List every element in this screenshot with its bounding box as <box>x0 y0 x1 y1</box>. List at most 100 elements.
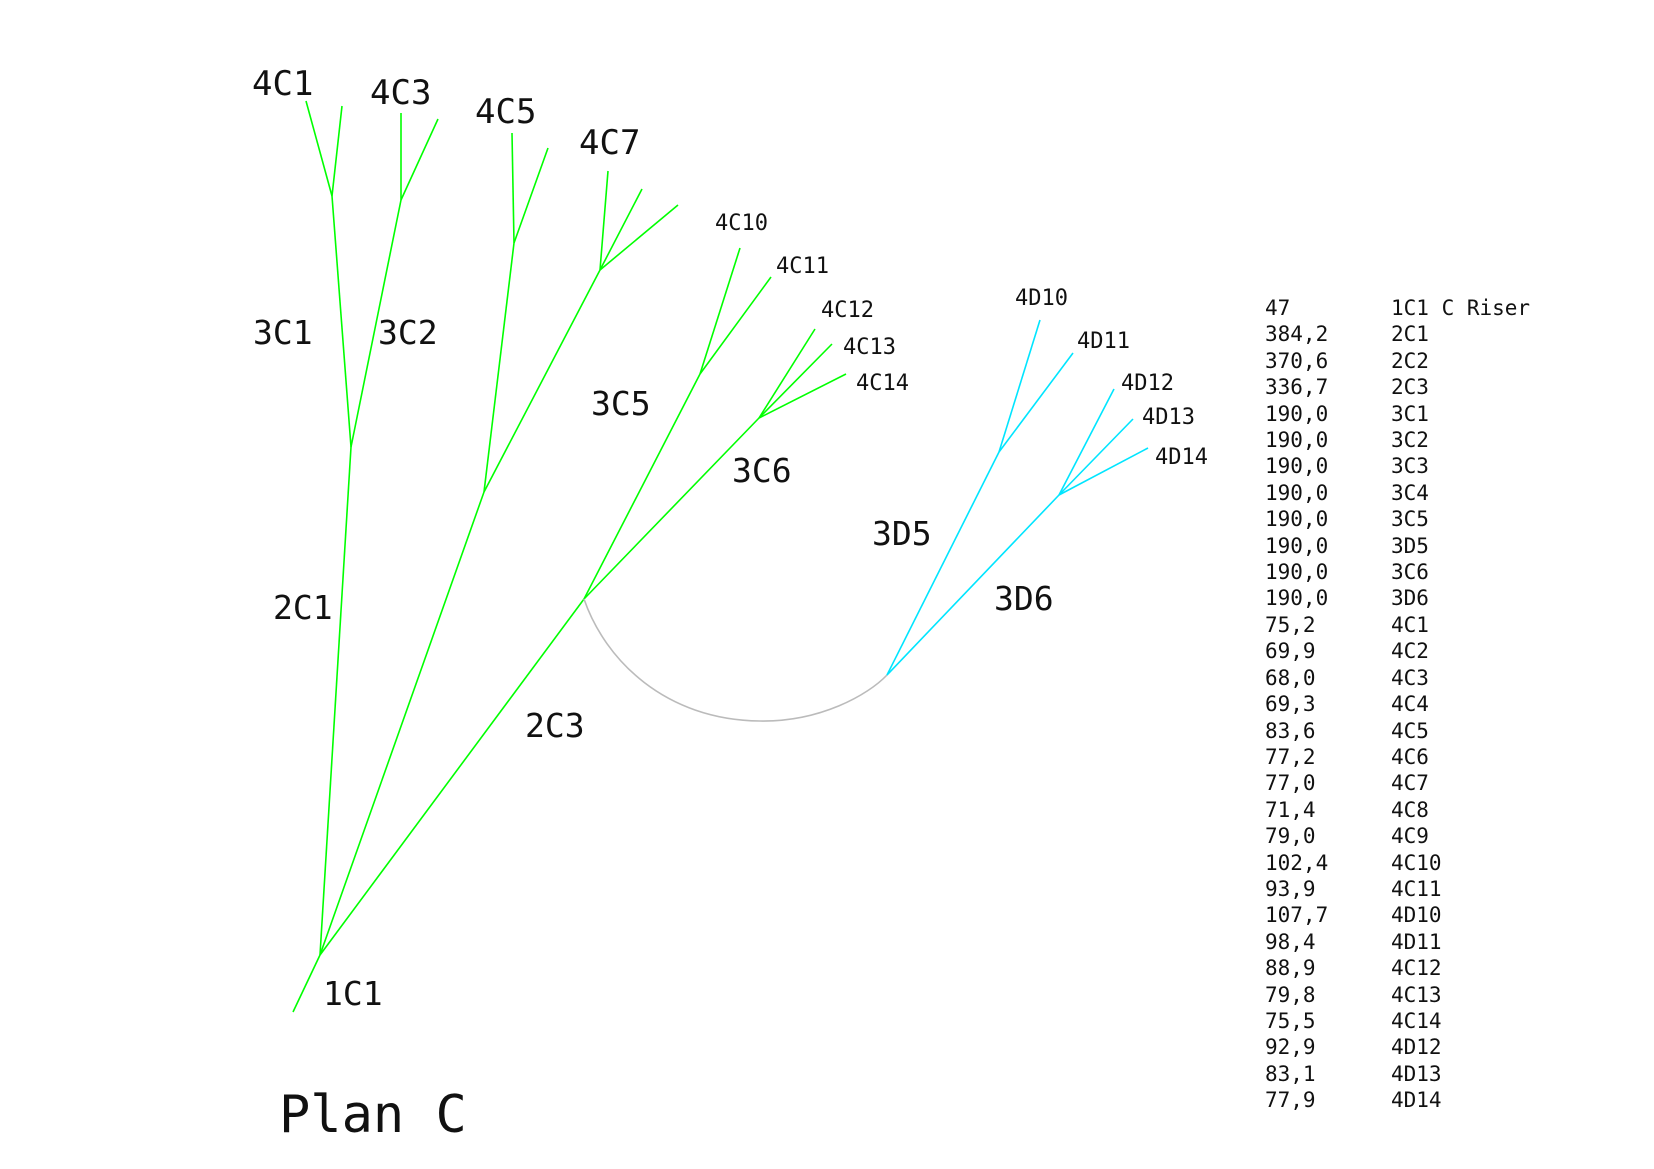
legend-name: 4C3 <box>1391 665 1429 690</box>
node-labels: 4C1 4C3 4C5 4C7 4C10 4C11 4C12 4C13 4C14… <box>252 64 1208 1013</box>
branch-4C5 <box>511 132 515 244</box>
legend-name: 4C9 <box>1391 824 1429 849</box>
legend-value: 71,4 <box>1265 797 1316 822</box>
legend-value: 93,9 <box>1265 876 1316 901</box>
legend-row: 77,9 4D14 <box>1265 1087 1530 1113</box>
legend-name: 4C1 <box>1391 612 1429 637</box>
legend-name: 4C5 <box>1391 718 1429 743</box>
legend-row: 79,8 4C13 <box>1265 982 1530 1008</box>
legend-value: 69,9 <box>1265 639 1316 664</box>
legend-row: 190,0 3C2 <box>1265 427 1530 453</box>
legend-value: 190,0 <box>1265 533 1329 558</box>
legend-name: 3D6 <box>1391 586 1429 611</box>
legend-value: 77,9 <box>1265 1088 1316 1113</box>
legend-name: 4C10 <box>1391 850 1442 875</box>
legend-name: 4C11 <box>1391 876 1442 901</box>
legend-name: 2C1 <box>1391 322 1429 347</box>
label-3D6: 3D6 <box>994 579 1054 618</box>
legend-name: 3C6 <box>1391 560 1429 585</box>
legend-name: 3C2 <box>1391 428 1429 453</box>
branch-4C7 <box>599 170 609 271</box>
branch-3C6 <box>583 417 760 600</box>
branch-2C3 <box>319 598 585 956</box>
branch-3C2 <box>350 199 402 448</box>
legend-row: 83,1 4D13 <box>1265 1061 1530 1087</box>
legend-name: 2C2 <box>1391 348 1429 373</box>
legend-row: 370,6 2C2 <box>1265 348 1530 374</box>
legend-value: 370,6 <box>1265 348 1329 373</box>
legend-value: 79,8 <box>1265 982 1316 1007</box>
branch-1C1 <box>292 954 321 1013</box>
page-title: Plan C <box>279 1085 467 1145</box>
label-4C10: 4C10 <box>715 211 768 236</box>
branch-4C2 <box>331 105 343 197</box>
legend-name: 4C14 <box>1391 1008 1442 1033</box>
legend-name: 4C7 <box>1391 771 1429 796</box>
branch-4C14 <box>758 373 847 419</box>
plan-d-tree <box>886 319 1149 676</box>
branch-4C9 <box>599 204 679 271</box>
legend-name: 4C2 <box>1391 639 1429 664</box>
legend-value: 190,0 <box>1265 560 1329 585</box>
legend-row: 75,2 4C1 <box>1265 612 1530 638</box>
legend-name: 4C4 <box>1391 692 1429 717</box>
legend-value: 190,0 <box>1265 428 1329 453</box>
legend-name: 4D12 <box>1391 1035 1442 1060</box>
legend-value: 83,1 <box>1265 1061 1316 1086</box>
label-4C12: 4C12 <box>821 298 874 323</box>
branch-4D12 <box>1058 388 1115 496</box>
legend-name: 3C5 <box>1391 507 1429 532</box>
legend-row: 190,0 3D6 <box>1265 585 1530 611</box>
branch-3C1 <box>331 195 352 448</box>
legend-value: 75,2 <box>1265 612 1316 637</box>
legend-name: 4D13 <box>1391 1061 1442 1086</box>
legend-row: 75,5 4C14 <box>1265 1008 1530 1034</box>
legend-row: 69,3 4C4 <box>1265 691 1530 717</box>
label-4C13: 4C13 <box>843 335 896 360</box>
legend-row: 190,0 3C5 <box>1265 506 1530 532</box>
branch-3C5 <box>583 373 701 600</box>
label-4D13: 4D13 <box>1142 405 1195 430</box>
legend-value: 83,6 <box>1265 718 1316 743</box>
legend-name: 4C6 <box>1391 744 1429 769</box>
legend-row: 98,4 4D11 <box>1265 929 1530 955</box>
legend-row: 83,6 4C5 <box>1265 718 1530 744</box>
label-3D5: 3D5 <box>872 514 932 553</box>
branch-4C13 <box>758 343 833 419</box>
legend-name: 4D14 <box>1391 1088 1442 1113</box>
legend-value: 69,3 <box>1265 692 1316 717</box>
legend-name: 4C13 <box>1391 982 1442 1007</box>
legend-value: 75,5 <box>1265 1008 1316 1033</box>
legend-value: 47 <box>1265 296 1291 320</box>
branch-2C2 <box>319 491 485 956</box>
legend-value: 190,0 <box>1265 507 1329 532</box>
branch-4D14 <box>1058 447 1149 496</box>
label-3C5: 3C5 <box>591 384 651 423</box>
legend-value: 190,0 <box>1265 586 1329 611</box>
legend-value: 98,4 <box>1265 929 1316 954</box>
label-1C1: 1C1 <box>323 974 383 1013</box>
legend-row: 190,0 3C6 <box>1265 559 1530 585</box>
legend-name: 4C8 <box>1391 797 1429 822</box>
legend-value: 88,9 <box>1265 956 1316 981</box>
legend-row: 77,0 4C7 <box>1265 770 1530 796</box>
legend-value: 77,0 <box>1265 771 1316 796</box>
legend-name: 4D11 <box>1391 929 1442 954</box>
label-2C1: 2C1 <box>273 588 333 627</box>
legend-row: 93,9 4C11 <box>1265 876 1530 902</box>
branch-4C11 <box>699 276 772 375</box>
branch-4D13 <box>1058 418 1134 496</box>
plan-c-tree <box>292 100 847 1013</box>
branch-3D6 <box>886 494 1060 676</box>
label-3C2: 3C2 <box>378 313 438 352</box>
legend-value: 190,0 <box>1265 401 1329 426</box>
